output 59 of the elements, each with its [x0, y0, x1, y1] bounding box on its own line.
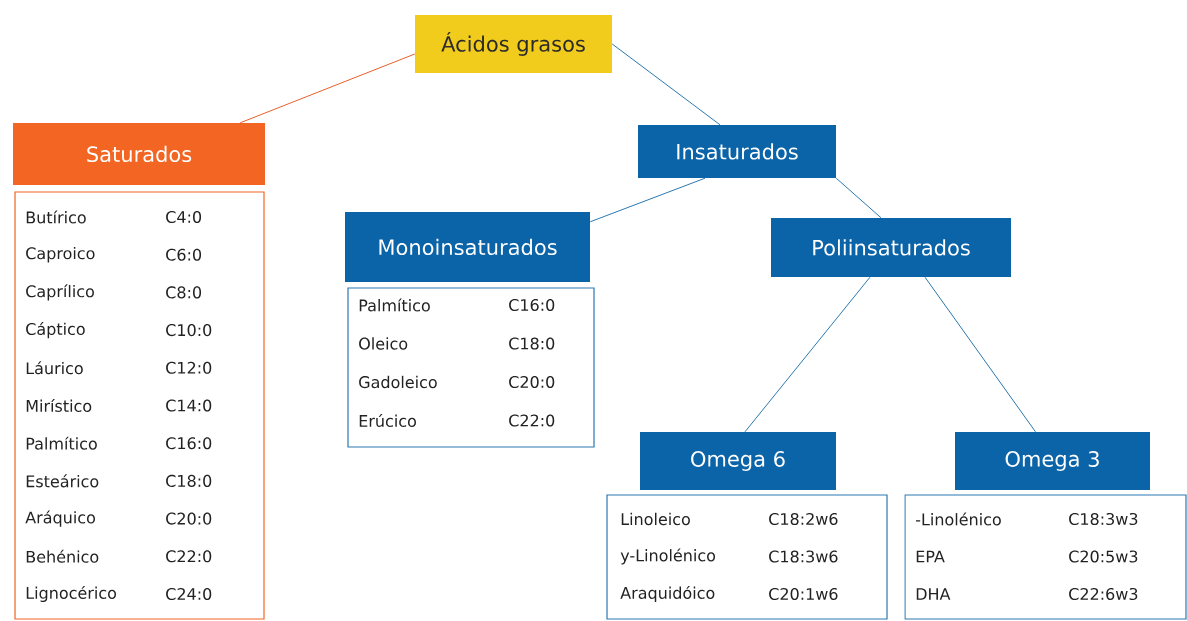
data-table — [606, 494, 888, 620]
acid-name: Linoleico — [621, 512, 690, 526]
formula-text: C20:0 — [166, 512, 212, 525]
connector-line — [835, 177, 882, 219]
acid-name: y-Linolénico — [620, 548, 716, 565]
acid-name: Lignocérico — [26, 585, 117, 603]
connector-line — [589, 177, 706, 223]
title-box: Ácidos grasos — [415, 15, 612, 73]
formula-text: C22:0 — [509, 414, 555, 427]
formula-text: C4:0 — [166, 210, 202, 224]
acid-name: Palmítico — [359, 298, 430, 312]
formula-text: C18:3w6 — [769, 550, 838, 563]
connector-line — [239, 53, 416, 124]
category-box: Insaturados — [638, 125, 836, 178]
category-box: Omega 3 — [955, 432, 1150, 490]
category-box: Poliinsaturados — [771, 218, 1011, 277]
acid-name: Oleico — [359, 337, 408, 350]
acid-name: Cáptico — [26, 322, 85, 339]
acid-name: Palmítico — [26, 436, 97, 450]
category-box: Monoinsaturados — [345, 212, 590, 282]
formula-text: C22:0 — [166, 550, 212, 563]
acid-name: DHA — [916, 588, 951, 600]
data-table — [14, 191, 265, 620]
acid-name: Láurico — [26, 361, 83, 375]
connector-line — [611, 43, 721, 126]
formula-text: C20:5w3 — [1069, 550, 1138, 563]
data-table — [904, 494, 1187, 620]
formula-text: C10:0 — [166, 324, 212, 337]
acid-name: Erúcico — [359, 413, 416, 427]
formula-text: C18:0 — [166, 474, 212, 487]
formula-text: C18:2w6 — [769, 512, 838, 526]
formula-text: C14:0 — [166, 399, 212, 412]
acid-name: Gadoleico — [359, 375, 437, 389]
acid-name: Caproico — [26, 246, 95, 263]
formula-text: C12:0 — [166, 361, 212, 374]
acid-name: EPA — [916, 550, 945, 563]
formula-text: C6:0 — [166, 248, 202, 261]
acid-name: Araquidóico — [620, 585, 715, 603]
acid-name: Butírico — [26, 210, 86, 224]
acid-name: Mirístico — [26, 398, 92, 412]
acid-name: Esteárico — [26, 474, 99, 488]
acid-name: Caprílico — [26, 284, 94, 301]
connector-line — [744, 276, 871, 433]
formula-text: C18:0 — [509, 337, 555, 350]
acid-name: Aráquico — [25, 510, 95, 527]
formula-text: C16:0 — [509, 298, 555, 312]
formula-text: C24:0 — [166, 587, 212, 601]
formula-text: C20:0 — [509, 375, 555, 389]
acid-name: Behénico — [26, 549, 99, 563]
formula-text: C8:0 — [166, 286, 202, 299]
formula-text: C22:6w3 — [1069, 587, 1138, 601]
formula-text: C18:3w3 — [1069, 512, 1138, 526]
formula-text: C16:0 — [166, 437, 212, 450]
data-table — [347, 287, 595, 448]
formula-text: C20:1w6 — [769, 587, 838, 601]
category-box: Saturados — [13, 123, 265, 185]
acid-name: -Linolénico — [916, 512, 1001, 526]
category-box: Omega 6 — [640, 432, 836, 490]
connector-line — [924, 276, 1036, 433]
